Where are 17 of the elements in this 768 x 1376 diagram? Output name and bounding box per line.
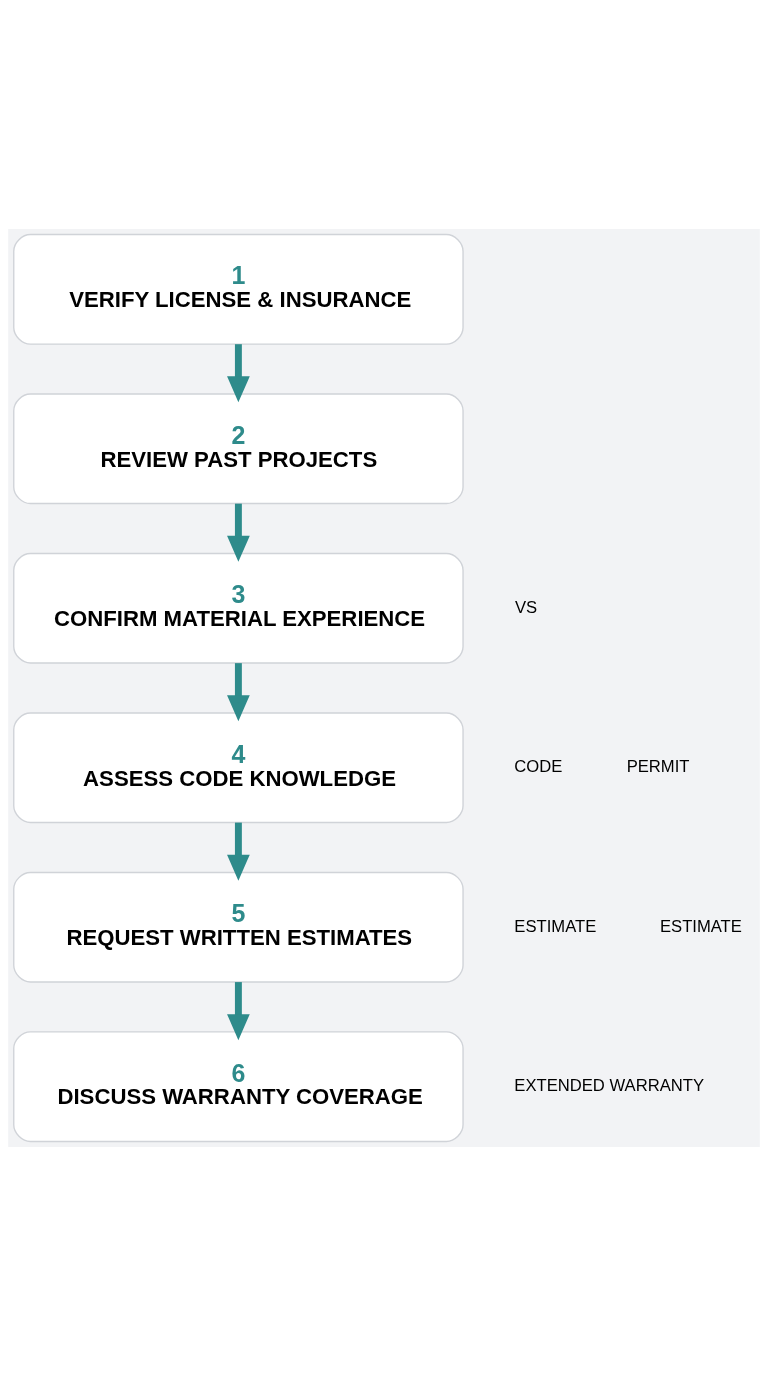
label: ESTIMATE [659, 916, 742, 936]
node-box: 3 CONFIRM MATERIAL EXPERIENCE [13, 552, 464, 664]
label: ESTIMATE [514, 916, 597, 936]
node-box: 1 VERIFY LICENSE & INSURANCE [13, 233, 464, 345]
node-box: 5 REQUEST WRITTEN ESTIMATES [13, 871, 464, 983]
node-box: 2 REVIEW PAST PROJECTS [13, 393, 464, 505]
label: EXTENDED WARRANTY [514, 1075, 705, 1095]
node-box: 6 DISCUSS WARRANTY COVERAGE [13, 1031, 464, 1143]
arrow [227, 982, 250, 1041]
label: PERMIT [626, 757, 690, 777]
arrow [227, 503, 250, 562]
arrow [227, 663, 250, 722]
node-box: 4 ASSESS CODE KNOWLEDGE [13, 712, 464, 824]
arrow [227, 344, 250, 403]
label: CODE [514, 757, 563, 777]
label: VS [515, 597, 538, 617]
arrow [227, 822, 250, 881]
